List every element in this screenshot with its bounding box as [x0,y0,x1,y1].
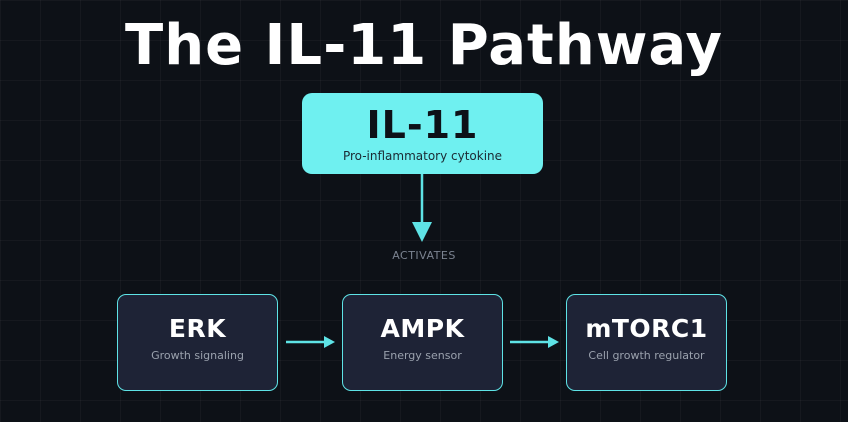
node-mtorc1-description: Cell growth regulator [588,349,705,362]
node-ampk: AMPK Energy sensor [342,294,503,391]
node-erk-name: ERK [168,314,227,343]
arrow-il-11-to-pathway [412,174,432,242]
arrow-ampk-to-mtorc1 [510,336,559,348]
node-erk-description: Growth signaling [151,349,244,362]
arrow-erk-to-ampk [286,336,335,348]
node-erk: ERK Growth signaling [117,294,278,391]
node-ampk-description: Energy sensor [383,349,462,362]
diagram-title: The IL-11 Pathway [125,13,723,78]
node-mtorc1: mTORC1 Cell growth regulator [566,294,727,391]
node-ampk-name: AMPK [380,314,465,343]
node-il-11-description: Pro-inflammatory cytokine [342,149,503,163]
node-il-11: IL-11 Pro-inflammatory cytokine [302,93,543,174]
node-il-11-name: IL-11 [366,103,479,147]
edge-label-activates: ACTIVATES [392,249,456,262]
node-mtorc1-name: mTORC1 [585,314,708,343]
